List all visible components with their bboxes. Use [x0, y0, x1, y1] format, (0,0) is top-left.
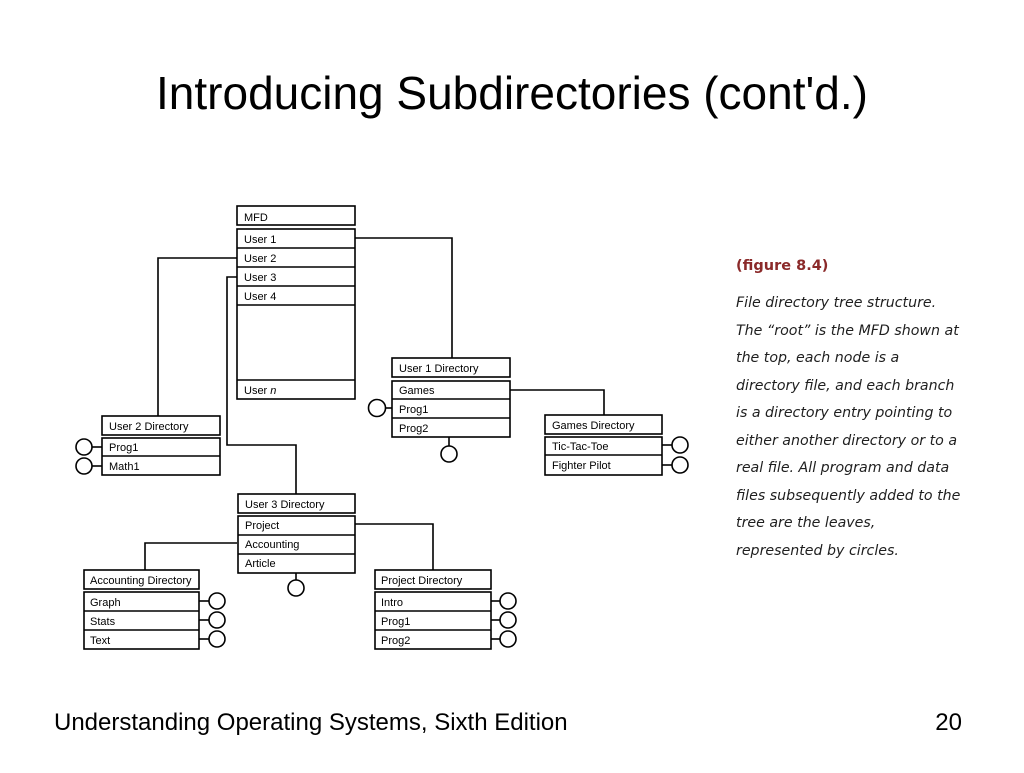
user3-entry-accounting: Accounting: [245, 539, 299, 551]
footer-book-title: Understanding Operating Systems, Sixth E…: [54, 709, 568, 736]
project-entry-intro: Intro: [381, 597, 403, 609]
user3-directory-header: User 3 Directory: [245, 499, 325, 511]
leaf-circle-article: [287, 579, 305, 597]
connector-user3: [226, 276, 297, 494]
project-directory-header: Project Directory: [381, 575, 463, 587]
leaf-circle-stats: [208, 611, 226, 629]
user3-entry-project: Project: [245, 520, 279, 532]
connector-games: [510, 389, 605, 415]
mfd-entry-user-n: User n: [244, 385, 276, 397]
mfd-entry-user2: User 2: [244, 253, 276, 265]
leaf-circle-user2-math1: [75, 457, 93, 475]
accounting-entry-text: Text: [90, 635, 110, 647]
accounting-entry-stats: Stats: [90, 616, 116, 628]
user1-entry-games: Games: [399, 385, 435, 397]
leaf-circle-tic-tac-toe: [671, 436, 689, 454]
leaf-circle-intro: [499, 592, 517, 610]
leaf-circle-user1-prog1: [367, 398, 387, 418]
user2-entry-math1: Math1: [109, 461, 140, 473]
user2-directory-table: User 2 Directory Prog1 Math1: [101, 415, 221, 476]
figure-label: (figure 8.4): [736, 258, 829, 274]
page-number: 20: [935, 709, 962, 736]
connector-project: [355, 523, 434, 570]
leaf-circle-project-prog1: [499, 611, 517, 629]
games-entry-fighter-pilot: Fighter Pilot: [552, 460, 611, 472]
mfd-entry-user3: User 3: [244, 272, 276, 284]
accounting-directory-header: Accounting Directory: [90, 575, 192, 587]
slide-title: Introducing Subdirectories (cont'd.): [156, 67, 868, 119]
user1-directory-table: User 1 Directory Games Prog1 Prog2: [391, 357, 511, 438]
leaf-circle-user2-prog1: [75, 438, 93, 456]
project-entry-prog2: Prog2: [381, 635, 410, 647]
accounting-entry-graph: Graph: [90, 597, 121, 609]
user1-entry-prog2: Prog2: [399, 423, 428, 435]
connector-user1: [355, 237, 453, 358]
project-directory-table: Project Directory Intro Prog1 Prog2: [374, 569, 492, 650]
leaf-circle-text: [208, 630, 226, 648]
games-directory-header: Games Directory: [552, 420, 635, 432]
leaf-circle-graph: [208, 592, 226, 610]
user1-entry-prog1: Prog1: [399, 404, 428, 416]
mfd-header: MFD: [244, 212, 268, 224]
user3-entry-article: Article: [245, 558, 276, 570]
leaf-circle-project-prog2: [499, 630, 517, 648]
leaf-circle-user1-prog2: [440, 445, 458, 463]
user2-entry-prog1: Prog1: [109, 442, 138, 454]
accounting-directory-table: Accounting Directory Graph Stats Text: [83, 569, 200, 650]
connector-accounting: [144, 542, 237, 570]
leaf-circle-fighter-pilot: [671, 456, 689, 474]
games-directory-table: Games Directory Tic-Tac-Toe Fighter Pilo…: [544, 414, 663, 476]
user1-directory-header: User 1 Directory: [399, 363, 479, 375]
mfd-entry-user4: User 4: [244, 291, 276, 303]
mfd-table: MFD User 1 User 2 User 3 User 4 User n: [236, 205, 356, 400]
connector-user2: [157, 257, 237, 416]
games-entry-tic-tac-toe: Tic-Tac-Toe: [552, 441, 608, 453]
figure-caption-block: (figure 8.4) File directory tree structu…: [736, 258, 976, 565]
user3-directory-table: User 3 Directory Project Accounting Arti…: [237, 493, 356, 574]
figure-caption-text: File directory tree structure. The “root…: [736, 295, 961, 559]
user2-directory-header: User 2 Directory: [109, 421, 189, 433]
mfd-entry-user1: User 1: [244, 234, 276, 246]
project-entry-prog1: Prog1: [381, 616, 410, 628]
